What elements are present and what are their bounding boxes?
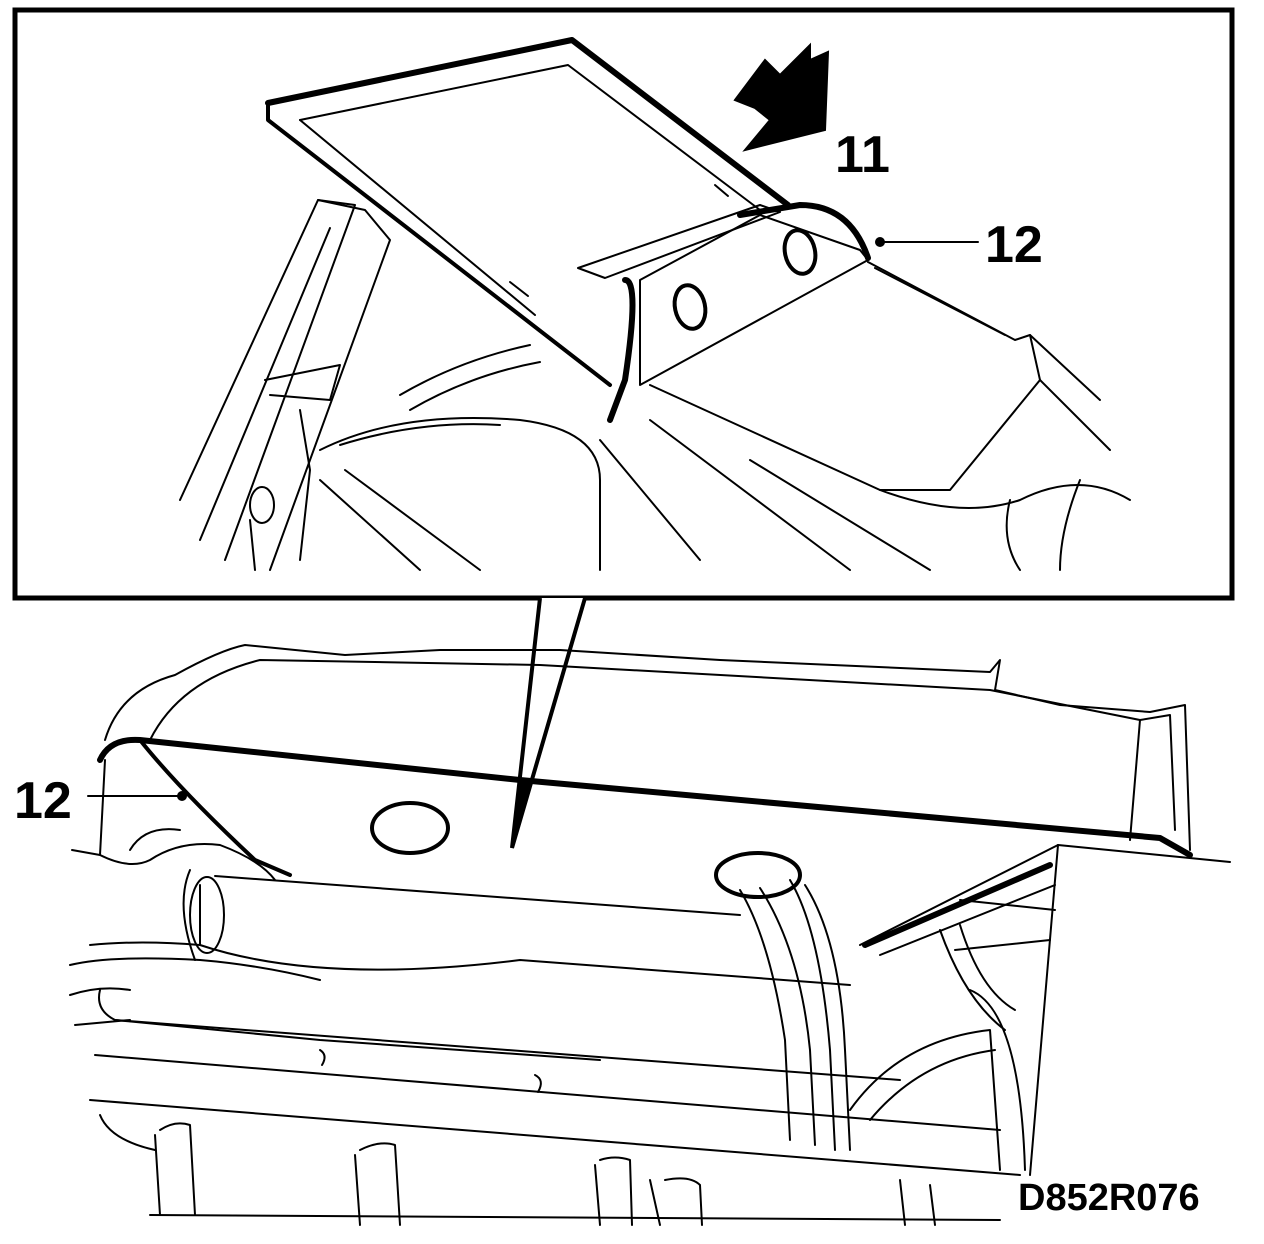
main-housing: [97, 644, 1193, 899]
bracket-hole-1: [672, 283, 708, 331]
arrow-callout-11: 11: [835, 126, 890, 184]
inset-left-pillar: [179, 199, 391, 571]
bracket-hole-2: [782, 228, 818, 276]
inset-frame: [12, 7, 1235, 601]
inset-right-panel: [649, 261, 1131, 571]
inset-hoses: [319, 344, 931, 571]
drawing-code: D852R076: [1018, 1177, 1200, 1219]
housing-hole-left: [370, 801, 450, 855]
main-right-panel: [859, 844, 1231, 1176]
inset-bracket: [577, 202, 871, 423]
main-view: 12: [14, 644, 1231, 1226]
direction-arrow: [733, 42, 830, 152]
main-hoses: [739, 879, 1026, 1171]
housing-hole-right: [714, 851, 802, 899]
seal-callout-12-top: 12: [985, 216, 1043, 274]
main-lower-frame: [71, 849, 1001, 1226]
detail-inset: 11 12: [12, 7, 1235, 601]
main-tube: [69, 869, 1021, 1176]
inset-lid-frame: [265, 37, 791, 387]
seal-callout-12-bottom: 12: [14, 772, 72, 830]
